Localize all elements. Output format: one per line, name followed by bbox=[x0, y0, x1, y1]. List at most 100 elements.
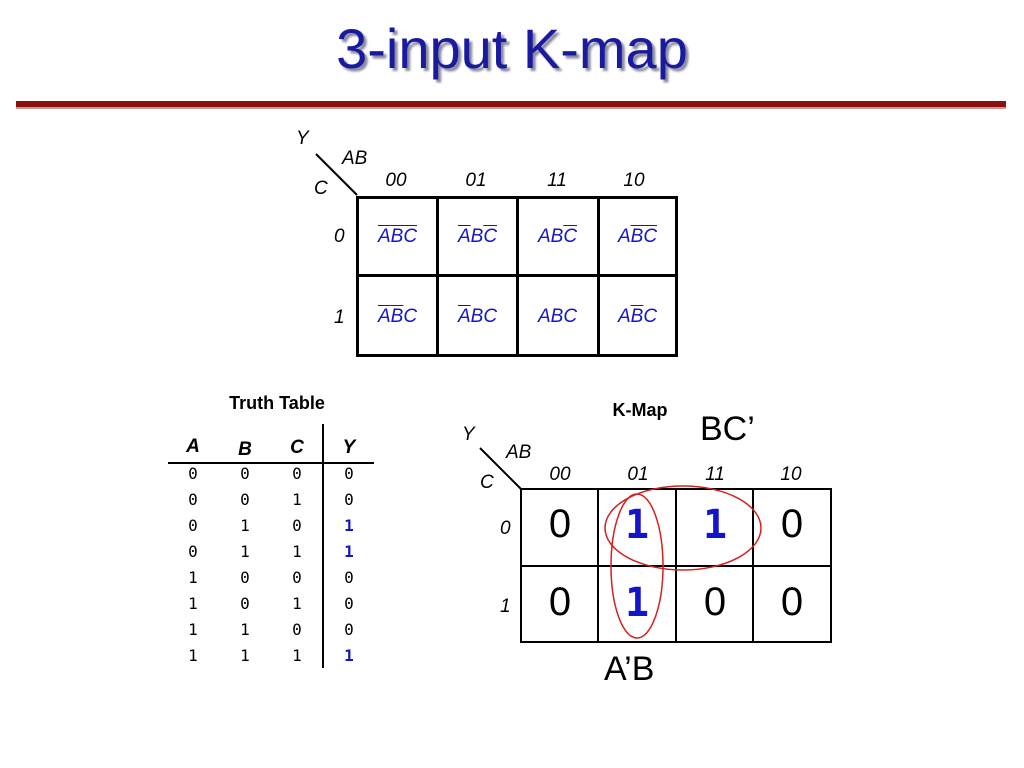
kmap2-col-header: 00 bbox=[549, 464, 571, 485]
truth-table-cell: 0 bbox=[240, 464, 250, 483]
literal: B bbox=[470, 306, 484, 327]
literal: C bbox=[403, 226, 418, 247]
kmap2-col-var: AB bbox=[506, 442, 532, 463]
kmap2-row-header: 0 bbox=[500, 518, 511, 539]
title-divider bbox=[16, 101, 1006, 107]
kmap1-col-header: 11 bbox=[547, 170, 567, 191]
kmap2-cell-value: 0 bbox=[548, 502, 572, 546]
truth-table-cell: 1 bbox=[188, 646, 198, 665]
truth-table-cell: 1 bbox=[292, 490, 302, 509]
kmap2-cell-value: 1 bbox=[624, 502, 650, 548]
literal: C bbox=[483, 306, 498, 327]
kmap1-cell-expression: ABC bbox=[598, 226, 677, 248]
truth-table-cell: 1 bbox=[344, 542, 354, 561]
truth-table-title: Truth Table bbox=[229, 393, 325, 413]
kmap1-cell-expression: ABC bbox=[518, 226, 597, 248]
group-label-horizontal: BC’ bbox=[700, 410, 755, 448]
truth-table-cell: 0 bbox=[188, 464, 198, 483]
truth-table-cell: 0 bbox=[292, 620, 302, 639]
literal: C bbox=[483, 226, 498, 247]
truth-table-cell: 0 bbox=[344, 594, 354, 613]
page-title: 3-input K-map bbox=[336, 17, 688, 80]
truth-table-cell: 0 bbox=[292, 516, 302, 535]
kmap1-col-header: 00 bbox=[385, 170, 407, 191]
literal: A bbox=[537, 306, 551, 327]
kmap2-cell-value: 0 bbox=[703, 580, 727, 624]
kmap1-row-var: C bbox=[314, 178, 328, 199]
truth-table-cell: 0 bbox=[240, 568, 250, 587]
kmap1-row-header: 1 bbox=[334, 307, 345, 328]
kmap2-title: K-Map bbox=[612, 400, 668, 420]
literal: C bbox=[563, 306, 578, 327]
truth-table-cell: 0 bbox=[188, 542, 198, 561]
literal: C bbox=[643, 306, 658, 327]
truth-table-header: Y bbox=[342, 437, 356, 458]
literal: A bbox=[457, 306, 471, 327]
truth-table-cell: 0 bbox=[344, 464, 354, 483]
kmap2-col-header: 01 bbox=[627, 464, 649, 485]
truth-table-cell: 0 bbox=[292, 464, 302, 483]
kmap2-cell-value: 1 bbox=[702, 502, 728, 548]
truth-table-header: B bbox=[238, 439, 252, 460]
kmap2-row-header: 1 bbox=[500, 596, 511, 617]
kmap1-corner-diagonal bbox=[315, 153, 358, 196]
truth-table-cell: 0 bbox=[344, 568, 354, 587]
literal: B bbox=[550, 226, 564, 247]
kmap1-grid-line bbox=[356, 274, 678, 277]
truth-table-cell: 1 bbox=[240, 516, 250, 535]
truth-table-cell: 1 bbox=[240, 542, 250, 561]
truth-table-cell: 0 bbox=[240, 490, 250, 509]
kmap1-cell-expression: ABC bbox=[358, 226, 437, 248]
kmap2-cell-value: 0 bbox=[780, 580, 804, 624]
literal: A bbox=[537, 226, 551, 247]
group-circle-vertical bbox=[610, 493, 664, 639]
literal: A bbox=[457, 226, 471, 247]
truth-table-header: C bbox=[290, 437, 304, 458]
kmap2-cell-value: 0 bbox=[548, 580, 572, 624]
truth-table-cell: 0 bbox=[240, 594, 250, 613]
truth-table-cell: 1 bbox=[344, 516, 354, 535]
truth-table-cell: 0 bbox=[344, 490, 354, 509]
truth-table-header: A bbox=[186, 436, 200, 457]
truth-table-cell: 1 bbox=[240, 646, 250, 665]
kmap2-grid-line bbox=[520, 565, 832, 567]
truth-table-cell: 1 bbox=[292, 594, 302, 613]
title-divider-shadow bbox=[16, 107, 1006, 109]
literal: A bbox=[377, 226, 391, 247]
kmap1-cell-expression: ABC bbox=[598, 306, 677, 328]
literal: B bbox=[550, 306, 564, 327]
kmap1-cell-expression: ABC bbox=[358, 306, 437, 328]
literal: B bbox=[390, 306, 404, 327]
literal: B bbox=[630, 226, 644, 247]
literal: A bbox=[617, 306, 631, 327]
truth-table-cell: 1 bbox=[344, 646, 354, 665]
kmap2-cell-value: 0 bbox=[780, 502, 804, 546]
kmap1-cell-expression: ABC bbox=[438, 306, 517, 328]
truth-table-cell: 1 bbox=[188, 594, 198, 613]
truth-table-header-rule bbox=[168, 462, 374, 464]
literal: C bbox=[563, 226, 578, 247]
kmap2-output-label: Y bbox=[462, 424, 475, 445]
truth-table-cell: 0 bbox=[344, 620, 354, 639]
truth-table-cell: 0 bbox=[188, 490, 198, 509]
literal: C bbox=[403, 306, 418, 327]
truth-table-cell: 1 bbox=[292, 646, 302, 665]
kmap2-row-var: C bbox=[480, 472, 494, 493]
kmap1-cell-expression: ABC bbox=[438, 226, 517, 248]
kmap1-row-header: 0 bbox=[334, 226, 345, 247]
kmap2-cell-value: 1 bbox=[624, 580, 650, 626]
truth-table-cell: 0 bbox=[188, 516, 198, 535]
kmap2-corner-diagonal bbox=[479, 447, 522, 490]
kmap1-output-label: Y bbox=[296, 128, 309, 149]
truth-table-cell: 1 bbox=[188, 568, 198, 587]
literal: B bbox=[390, 226, 404, 247]
truth-table-cell: 0 bbox=[292, 568, 302, 587]
truth-table-cell: 1 bbox=[188, 620, 198, 639]
kmap1-col-header: 10 bbox=[623, 170, 645, 191]
literal: A bbox=[377, 306, 391, 327]
truth-table-cell: 1 bbox=[240, 620, 250, 639]
kmap1-col-header: 01 bbox=[465, 170, 487, 191]
kmap2-col-header: 10 bbox=[780, 464, 802, 485]
literal: B bbox=[630, 306, 644, 327]
